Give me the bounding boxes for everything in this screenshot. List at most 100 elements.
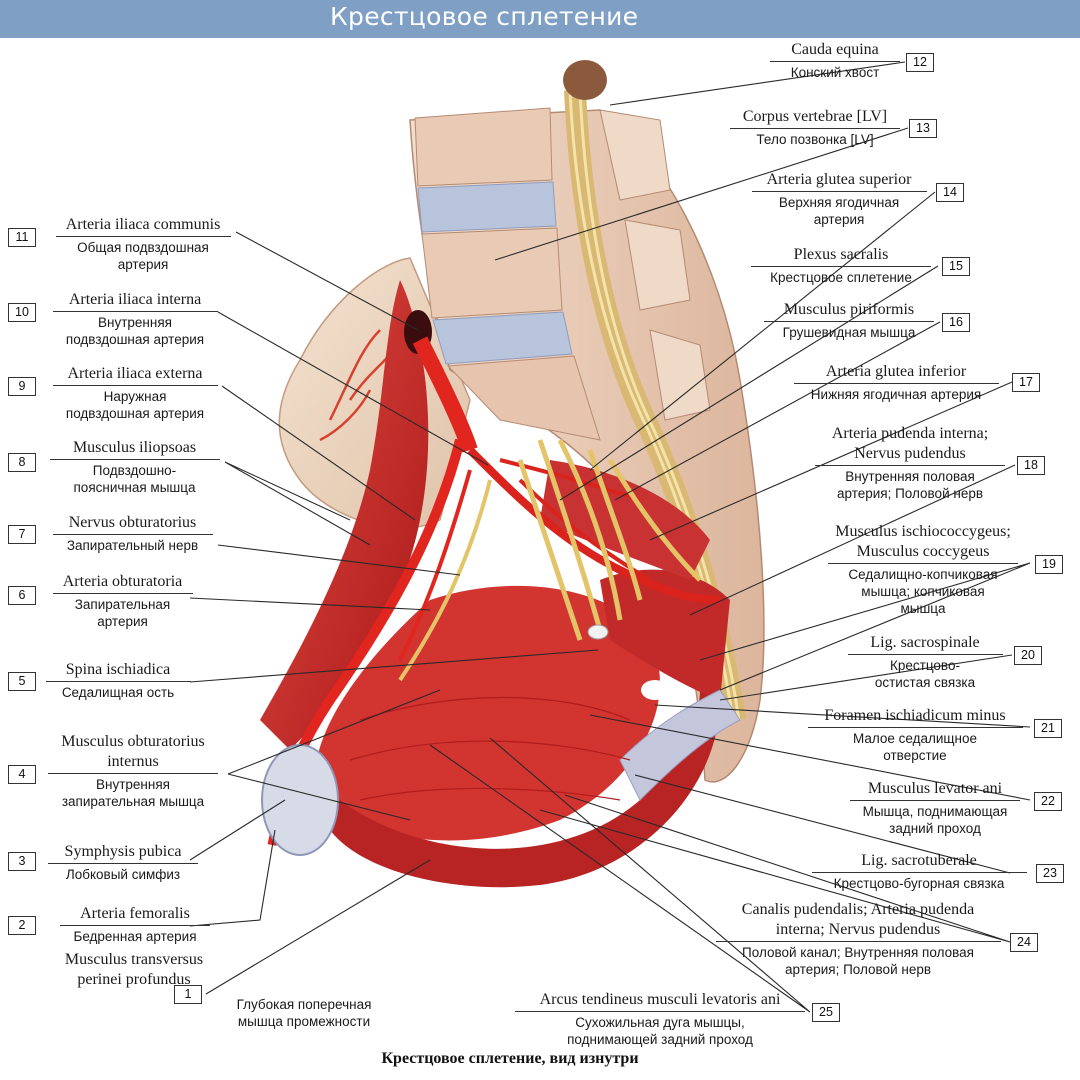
- label-5-number: 5: [8, 672, 36, 691]
- label-24-latin-line-2: interna; Nervus pudendus: [775, 921, 941, 938]
- label-3-divider: [48, 863, 198, 864]
- label-18-russian-line-1: Внутренняя половая: [845, 469, 975, 484]
- label-4-latin-line-1: Musculus obturatorius: [61, 733, 205, 750]
- label-13-latin: Corpus vertebrae [LV]: [742, 108, 888, 125]
- vertebral-body-1: [414, 107, 553, 187]
- label-19-russian-line-1: Седалищно-копчиковая: [848, 567, 998, 582]
- label-10-russian-line-2: подвздошная артерия: [65, 332, 205, 347]
- label-17-russian: Нижняя ягодичная артерия: [810, 387, 982, 402]
- label-24-divider: [715, 941, 1001, 942]
- label-14-russian-line-2: артерия: [813, 212, 865, 227]
- label-7-latin: Nervus obturatorius: [68, 514, 197, 531]
- label-7-number: 7: [8, 525, 36, 544]
- cauda-stump: [563, 60, 607, 100]
- label-10-latin: Arteria iliaca interna: [68, 291, 202, 308]
- label-23-latin: Lig. sacrotuberale: [861, 852, 977, 869]
- label-15-russian: Крестцовое сплетение: [770, 270, 912, 285]
- label-7-divider: [52, 534, 213, 535]
- label-25-latin: Arcus tendineus musculi levatoris ani: [539, 991, 781, 1008]
- label-4: Musculus obturatorius internus Внутрення…: [38, 732, 228, 810]
- label-16-latin: Musculus piriformis: [783, 301, 915, 318]
- label-19-number: 19: [1035, 555, 1063, 574]
- label-19-russian-line-2: мышца; копчиковая: [861, 584, 985, 599]
- label-8-russian-line-2: поясничная мышца: [73, 480, 196, 495]
- label-10-russian-line-1: Внутренняя: [98, 315, 172, 330]
- label-23: Lig. sacrotuberale Крестцово-бугорная св…: [805, 851, 1033, 892]
- label-12-number: 12: [906, 53, 934, 72]
- label-12-divider: [770, 61, 900, 62]
- label-10: Arteria iliaca interna Внутренняя подвзд…: [45, 290, 225, 348]
- label-9-number: 9: [8, 377, 36, 396]
- coccygeus-muscle: [600, 569, 730, 700]
- label-8-russian-line-1: Подвздошно-: [92, 463, 177, 478]
- label-18-latin-line-2: Nervus pudendus: [854, 445, 966, 462]
- label-21-divider: [807, 727, 1023, 728]
- label-1-russian-line-1: Глубокая поперечная: [236, 997, 372, 1012]
- label-9: Arteria iliaca externa Наружная подвздош…: [45, 364, 225, 422]
- label-20: Lig. sacrospinale Крестцово- остистая св…: [840, 633, 1010, 691]
- label-21-russian-line-1: Малое седалищное: [852, 731, 978, 746]
- spinous-processes: [599, 109, 711, 421]
- label-2-russian: Бедренная артерия: [73, 929, 197, 944]
- label-13-number: 13: [909, 119, 937, 138]
- foramen-ischiadicum-minus: [641, 680, 669, 700]
- levator-ani-muscle: [330, 690, 720, 888]
- label-17-latin: Arteria glutea inferior: [825, 363, 967, 380]
- label-2-divider: [60, 925, 210, 926]
- label-4-divider: [48, 773, 218, 774]
- label-17-number: 17: [1012, 373, 1040, 392]
- label-22-russian-line-1: Мышца, поднимающая: [862, 804, 1008, 819]
- label-8-divider: [49, 459, 220, 460]
- page-title: Крестцовое сплетение: [330, 2, 639, 31]
- obturator-artery: [398, 469, 472, 661]
- label-6-latin: Arteria obturatoria: [62, 573, 183, 590]
- label-6-russian-line-2: артерия: [97, 614, 148, 629]
- label-20-russian-line-2: остистая связка: [874, 675, 976, 690]
- label-1-latin-line-1: Musculus transversus: [64, 951, 204, 968]
- label-10-divider: [52, 311, 218, 312]
- label-21-russian-line-2: отверстие: [883, 748, 947, 763]
- label-9-latin: Arteria iliaca externa: [67, 365, 203, 382]
- label-25: Arcus tendineus musculi levatoris ani Су…: [510, 990, 810, 1048]
- label-13-divider: [730, 128, 900, 129]
- label-21: Foramen ischiadicum minus Малое седалищн…: [800, 706, 1030, 764]
- label-11-russian-line-2: артерия: [117, 257, 169, 272]
- label-12: Cauda equina Конский хвост: [765, 40, 905, 81]
- label-16-divider: [764, 321, 934, 322]
- label-25-number: 25: [812, 1003, 840, 1022]
- label-5-latin: Spina ischiadica: [65, 661, 171, 678]
- label-5-russian: Седалищная ость: [61, 685, 175, 700]
- label-8-number: 8: [8, 453, 36, 472]
- label-19-latin-line-2: Musculus coccygeus: [856, 543, 990, 560]
- label-18-latin-line-1: Arteria pudenda interna;: [831, 425, 989, 442]
- label-20-russian-line-1: Крестцово-: [890, 658, 960, 673]
- label-22-divider: [850, 800, 1020, 801]
- label-4-russian-line-1: Внутренняя: [96, 777, 170, 792]
- label-24: Canalis pudendalis; Arteria pudenda inte…: [708, 900, 1008, 978]
- label-9-russian-line-2: подвздошная артерия: [65, 406, 205, 421]
- label-6-russian-line-1: Запирательная: [74, 597, 171, 612]
- obturator-nerve: [398, 479, 492, 682]
- label-22: Musculus levator ani Мышца, поднимающая …: [840, 779, 1030, 837]
- label-12-russian: Конский хвост: [790, 65, 880, 80]
- label-3-russian: Лобковый симфиз: [65, 867, 181, 882]
- label-11-divider: [55, 236, 231, 237]
- label-11-latin: Arteria iliaca communis: [65, 216, 221, 233]
- label-3-number: 3: [8, 852, 36, 871]
- label-19-divider: [828, 563, 1018, 564]
- label-4-latin-line-2: internus: [107, 753, 159, 770]
- sacrotuberous-ligament: [619, 689, 741, 801]
- label-20-number: 20: [1014, 646, 1042, 665]
- label-16-russian: Грушевидная мышца: [782, 325, 916, 340]
- sacral-segment: [446, 355, 601, 441]
- label-14-russian-line-1: Верхняя ягодичная: [778, 195, 900, 210]
- label-14: Arteria glutea superior Верхняя ягодична…: [745, 170, 933, 228]
- label-4-russian-line-2: запирательная мышца: [61, 794, 205, 809]
- label-20-latin: Lig. sacrospinale: [870, 634, 980, 651]
- label-19-russian-line-3: мышца: [900, 601, 946, 616]
- label-9-divider: [52, 385, 218, 386]
- label-24-latin-line-1: Canalis pudendalis; Arteria pudenda: [741, 901, 975, 918]
- label-19: Musculus ischiococcygeus; Musculus coccy…: [818, 522, 1028, 617]
- label-9-russian-line-1: Наружная: [103, 389, 167, 404]
